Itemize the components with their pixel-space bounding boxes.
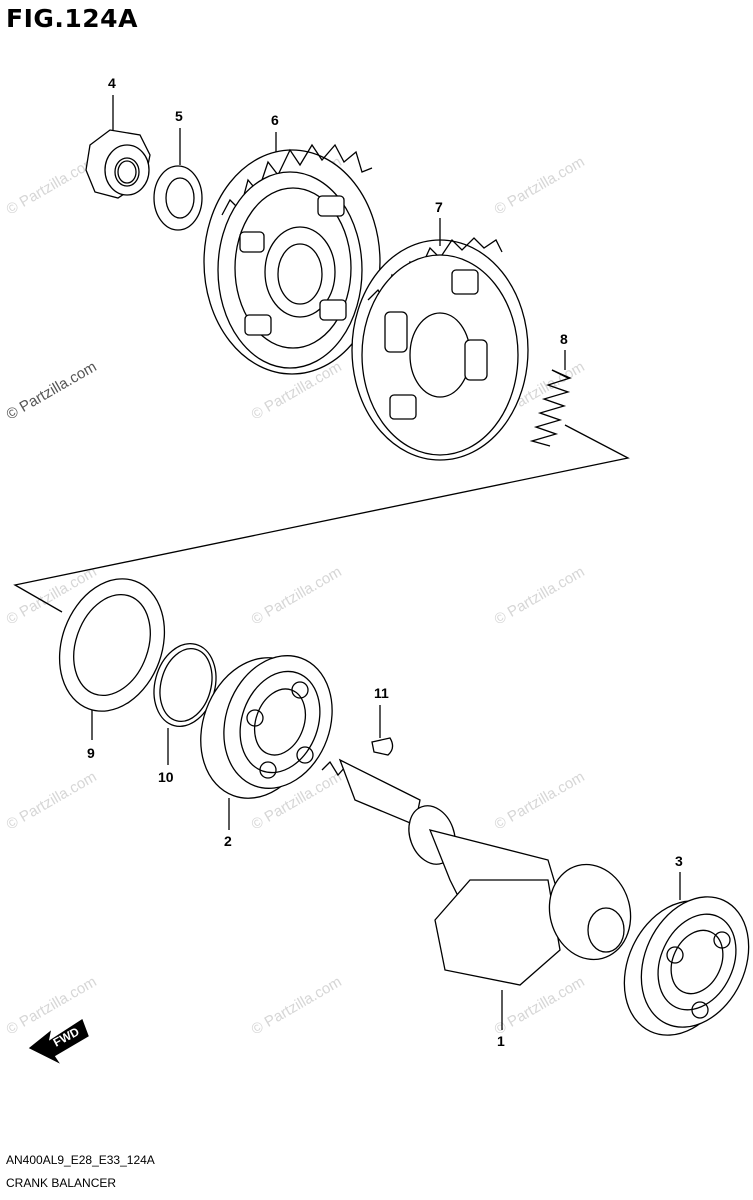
- callout-2: 2: [224, 833, 232, 849]
- watermark: © Partzilla.com: [492, 768, 588, 833]
- figure-title: FIG.124A: [6, 4, 138, 33]
- part-1-balancer-shaft: [321, 758, 632, 986]
- watermark: © Partzilla.com: [4, 358, 100, 423]
- part-5-washer: [153, 165, 203, 231]
- part-7-gear: [351, 237, 529, 461]
- assembly-axis-line: [13, 424, 630, 613]
- fwd-arrow-icon: FWD: [28, 1019, 89, 1064]
- watermark: © Partzilla.com: [492, 973, 588, 1038]
- callout-6: 6: [271, 112, 279, 128]
- callout-10: 10: [158, 769, 174, 785]
- part-6-gear: [203, 143, 381, 375]
- watermark: © Partzilla.com: [492, 563, 588, 628]
- callout-7: 7: [435, 199, 443, 215]
- leader-lines: [91, 95, 681, 1030]
- diagram-code: AN400AL9_E28_E33_124A: [6, 1153, 155, 1167]
- callout-11: 11: [374, 685, 389, 701]
- callout-9: 9: [87, 745, 95, 761]
- callout-numbers: 4 5 6 7 8 9 10 2 11 1 3: [87, 75, 683, 1049]
- watermark: © Partzilla.com: [4, 153, 100, 218]
- part-3-bearing: [623, 896, 750, 1036]
- watermark: © Partzilla.com: [4, 768, 100, 833]
- watermark: © Partzilla.com: [249, 563, 345, 628]
- part-11-key: [371, 737, 394, 756]
- callout-4: 4: [108, 75, 116, 91]
- callout-1: 1: [497, 1033, 505, 1049]
- callout-8: 8: [560, 331, 568, 347]
- part-8-spring: [529, 369, 572, 447]
- callout-5: 5: [175, 108, 183, 124]
- part-4-nut: [85, 129, 151, 199]
- callout-3: 3: [675, 853, 683, 869]
- watermark: © Partzilla.com: [492, 153, 588, 218]
- diagram-name: CRANK BALANCER: [6, 1176, 117, 1190]
- part-2-bearing: [200, 655, 333, 799]
- part-9-washer: [58, 578, 166, 712]
- watermark: © Partzilla.com: [249, 973, 345, 1038]
